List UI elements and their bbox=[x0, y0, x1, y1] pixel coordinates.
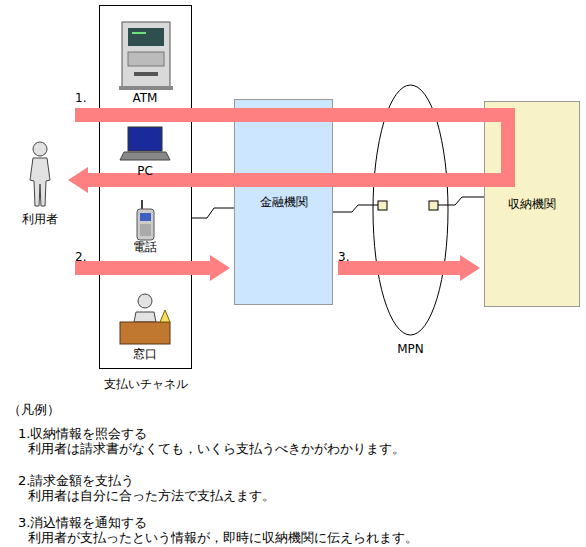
user-figure: 利用者 bbox=[14, 140, 66, 228]
arrow-head bbox=[460, 255, 480, 281]
connector-line bbox=[192, 208, 234, 218]
flow-arrow bbox=[338, 255, 480, 281]
node-text: 収納機関 bbox=[508, 196, 556, 213]
node-text: MPN bbox=[397, 342, 424, 356]
bank-box: 金融機関 bbox=[234, 99, 333, 305]
node-text: 金融機関 bbox=[260, 194, 308, 211]
network-ellipse: MPN bbox=[372, 84, 449, 336]
connector-line bbox=[438, 197, 484, 205]
legend-item: 3.消込情報を通知する bbox=[18, 516, 147, 530]
callout-number: 2. bbox=[75, 250, 86, 264]
network-link bbox=[333, 205, 378, 212]
gateway-symbol bbox=[378, 201, 438, 210]
legend-note: 利用者が支払ったという情報が，即時に収納機関に伝えられます。 bbox=[28, 531, 418, 545]
arrow-head bbox=[210, 255, 230, 281]
channel-box: 支払いチャネル bbox=[99, 5, 192, 369]
legend-item: 2.請求金額を支払う bbox=[18, 474, 134, 488]
network-link bbox=[438, 197, 484, 205]
network-link bbox=[192, 208, 234, 218]
legend-item: 1.収納情報を照会する bbox=[18, 427, 147, 441]
collector-box: 収納機関 bbox=[484, 101, 580, 307]
person-icon bbox=[30, 142, 50, 206]
device-label: 窓口 bbox=[133, 347, 157, 361]
legend-heading: （凡例） bbox=[8, 403, 60, 417]
ellipse-shape bbox=[373, 85, 448, 335]
ellipse-outline bbox=[372, 84, 449, 336]
legend-note: 利用者は請求書がなくても，いくら支払うべきかがわかります。 bbox=[28, 442, 405, 456]
connector-line bbox=[333, 205, 378, 212]
device-label: PC bbox=[137, 164, 153, 178]
legend-note: 利用者は自分に合った方法で支払えます。 bbox=[28, 489, 275, 503]
callout-number: 3. bbox=[338, 250, 349, 264]
callout-number: 1. bbox=[75, 91, 86, 105]
node-text: 支払いチャネル bbox=[104, 376, 188, 393]
node-text: 利用者 bbox=[14, 211, 66, 228]
device-label: 電話 bbox=[133, 240, 157, 254]
arrow-head bbox=[68, 167, 88, 193]
device-label: ATM bbox=[133, 91, 158, 105]
